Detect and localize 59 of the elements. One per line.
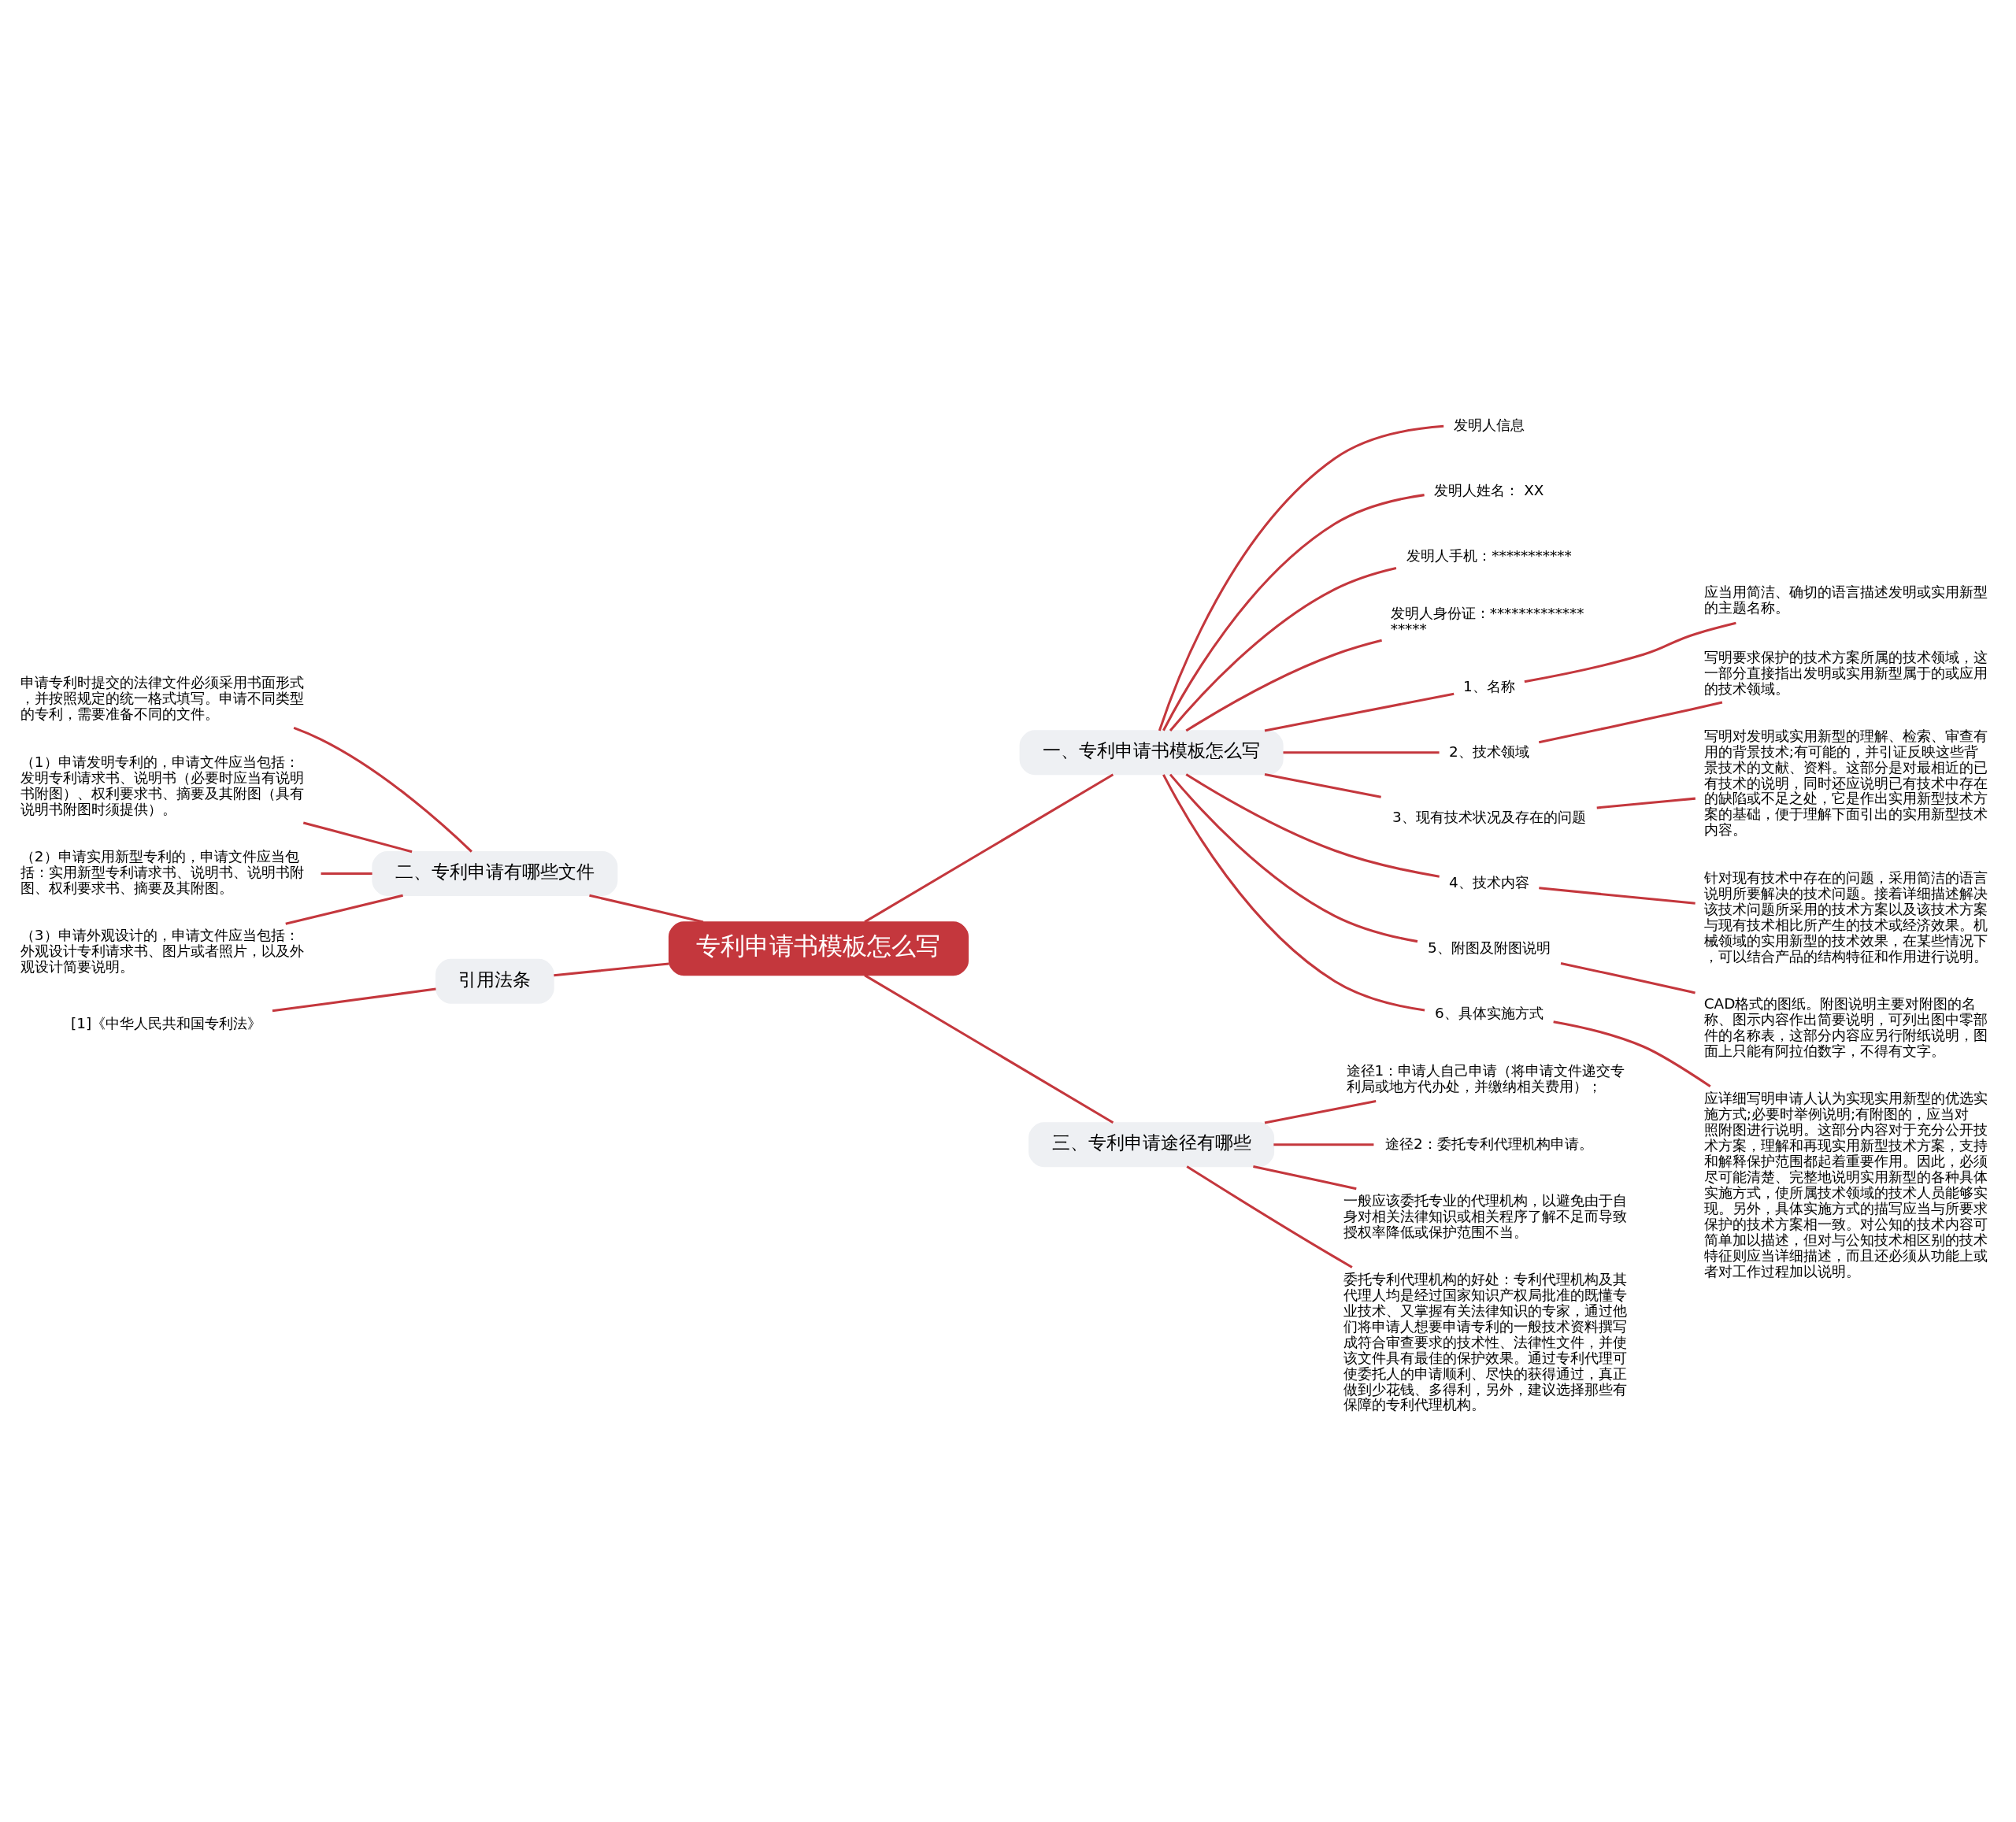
connector: [1560, 961, 1695, 994]
connector: [1596, 797, 1696, 809]
connector: [1186, 1165, 1353, 1268]
node-text: 途径1：申请人自己申请（将申请文件递交专利局或地方代办处，并缴纳相关费用）；: [1346, 1061, 1625, 1094]
connector: [1524, 621, 1736, 683]
connector: [321, 872, 372, 875]
node-text: 委托专利代理机构的好处：专利代理机构及其代理人均是经过国家知识产权局批准的既懂专业技术、又掌握有关法律知识的专家，通过他们将申请人想要申请专利的一般技术资料撰写成符合审查要求的技术性、法律性文件，并使该文件具有最佳的保护效果。通过专利代理可使委托人的申请顺利、尽快的获得通过，真正做到少花钱、多得利，另外，建议选择那些有保障的专利代理机构。: [1343, 1270, 1627, 1413]
connector: [589, 894, 704, 923]
node-text: CAD格式的图纸。附图说明主要对附图的名称、图示内容作出简要说明，可列出图中零部件的名称表，这部分内容应另行附纸说明，图面上只能有阿拉伯数字，不得有文字。: [1703, 994, 1988, 1059]
connector: [1185, 639, 1382, 731]
node-text: 发明人信息: [1453, 416, 1525, 433]
connector: [1273, 1142, 1374, 1146]
connector: [1162, 773, 1425, 1011]
connector: [864, 772, 1114, 923]
connector: [285, 894, 403, 925]
connector: [1264, 692, 1455, 732]
node-text: [1]《中华人民共和国专利法》: [71, 1014, 262, 1031]
node-box: 专利申请书模板怎么写: [668, 920, 969, 976]
connector: [1264, 1099, 1377, 1124]
node-text: （3）申请外观设计的，申请文件应当包括：外观设计专利请求书、图片或者照片，以及外观设计简要说明。: [20, 926, 304, 975]
node-text: 4、技术内容: [1449, 873, 1529, 891]
node-text: 2、技术领域: [1449, 743, 1529, 760]
node-text: （2）申请实用新型专利的，申请文件应当包括：实用新型专利请求书、说明书、说明书附图、权利要求书、摘要及其附图。: [20, 847, 304, 896]
node-box: 引用法条: [435, 958, 554, 1004]
connector: [1169, 773, 1418, 942]
node-text: 申请专利时提交的法律文件必须采用书面形式，并按照规定的统一格式填写。申请不同类型的专利，需要准备不同的文件。: [20, 673, 304, 722]
node-text: 1、名称: [1463, 677, 1515, 694]
connector: [1185, 772, 1440, 878]
node-text: 6、具体实施方式: [1435, 1004, 1544, 1021]
connector: [302, 820, 413, 853]
connector: [1162, 493, 1425, 731]
node-text: 3、现有技术状况及存在的问题: [1392, 808, 1586, 825]
node-text: （1）申请发明专利的，申请文件应当包括：发明专利请求书、说明书（必要时应当有说明书附图）、权利要求书、摘要及其附图（具有说明书附图时须提供）。: [20, 753, 304, 817]
node-text: 应当用简洁、确切的语言描述发明或实用新型的主题名称。: [1703, 583, 1988, 616]
connector: [1538, 701, 1723, 743]
node-text: 写明对发明或实用新型的理解、检索、审查有用的背景技术;有可能的，并引证反映这些背景技术的文献、资料。这部分是对最相近的已有技术的说明，同时还应说明已有技术中存在的缺陷或不足之处，它是作出实用新型技术方案的基础，便于理解下面引出的实用新型技术内容。: [1703, 727, 1988, 838]
connector: [1158, 424, 1444, 731]
connector: [864, 973, 1114, 1124]
connector: [1283, 750, 1440, 754]
node-box: 二、专利申请有哪些文件: [372, 850, 618, 896]
node-text: 发明人姓名： XX: [1434, 481, 1544, 498]
connector: [554, 961, 669, 976]
node-box: 一、专利申请书模板怎么写: [1019, 729, 1284, 775]
node-text: 一般应该委托专业的代理机构，以避免由于自身对相关法律知识或相关程序了解不足而导致授权率降低或保护范围不当。: [1343, 1191, 1627, 1240]
node-text: 发明人身份证：******************: [1390, 604, 1584, 637]
connector: [293, 726, 472, 853]
connector: [1169, 566, 1397, 731]
node-text: 5、附图及附图说明: [1428, 939, 1551, 956]
connector: [1539, 886, 1695, 905]
connector: [1553, 1020, 1711, 1087]
node-text: 写明要求保护的技术方案所属的技术领域，这一部分直接指出发明或实用新型属于的或应用的技术领域。: [1703, 648, 1988, 697]
node-text: 针对现有技术中存在的问题，采用简洁的语言说明所要解决的技术问题。接着详细描述解决该技术问题所采用的技术方案以及该技术方案与现有技术相比所产生的技术或经济效果。机械领域的实用新型的技术效果，在某些情况下，可以结合产品的结构特征和作用进行说明。: [1703, 868, 1988, 965]
connector: [1253, 1165, 1357, 1190]
node-text: 发明人手机：***********: [1406, 546, 1572, 564]
connector: [272, 987, 436, 1012]
node-box: 三、专利申请途径有哪些: [1028, 1121, 1275, 1167]
connector: [1264, 772, 1381, 798]
node-text: 应详细写明申请人认为实现实用新型的优选实施方式;必要时举例说明;有附图的，应当对照附图进行说明。这部分内容对于充分公开技术方案，理解和再现实用新型技术方案，支持和解释保护范围都起着重要作用。因此，必须尽可能清楚、完整地说明实用新型的各种具体实施方式，使所属技术领域的技术人员能够实现。另外，具体实施方式的描写应当与所要求保护的技术方案相一致。对公知的技术内容可简单加以描述，但对与公知技术相区别的技术特征则应当详细描述，而且还必须从功能上或者对工作过程加以说明。: [1703, 1089, 1988, 1279]
node-text: 途径2：委托专利代理机构申请。: [1385, 1135, 1593, 1152]
